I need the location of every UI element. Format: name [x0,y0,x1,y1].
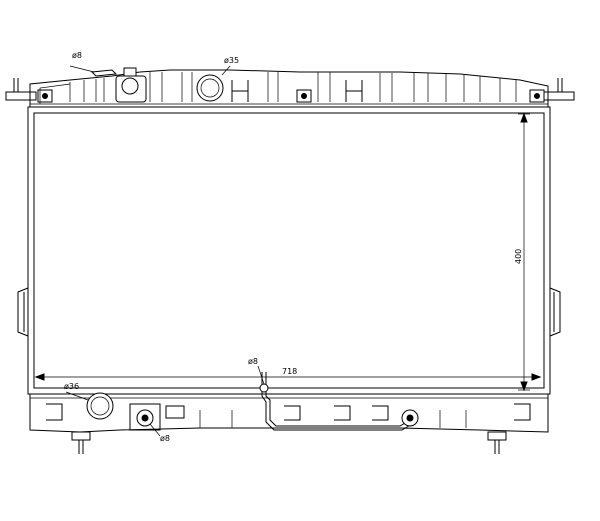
top-clip-right [529,89,545,103]
callout-top-inlet: ø35 [224,56,239,65]
top-tank [29,69,549,107]
height-dimension-label: 400 [514,249,523,264]
width-dimension-label: 718 [282,367,297,376]
callout-bottom-outlet-label: ø36 [64,382,79,391]
callout-top-inlet-label: ø35 [224,56,239,65]
left-bottom-mount [71,431,91,454]
right-side-bracket [549,287,561,337]
top-inlet-pipe [196,65,231,102]
callout-top-drain: ø8 [72,51,82,60]
right-bottom-mount [487,431,507,454]
top-drain-fitting [69,65,118,77]
radiator-core [27,106,551,395]
top-clip-center [296,89,312,103]
height-dimension: 400 [514,112,530,392]
bottom-drain-plug [129,403,185,437]
oil-cooler-line [257,365,419,431]
left-side-bracket [17,287,29,337]
filler-cap [115,67,147,103]
top-clip-left [37,89,53,103]
callout-bottom-outlet: ø36 [64,382,79,391]
left-top-mount [5,78,37,101]
callout-top-drain-label: ø8 [72,51,82,60]
callout-oil-line: ø8 [248,357,258,366]
bottom-outlet-pipe [65,391,114,420]
bottom-tank [29,394,549,433]
width-dimension: 718 [34,367,542,381]
callout-bottom-drain: ø8 [160,434,170,443]
callout-oil-line-label: ø8 [248,357,258,366]
callout-bottom-drain-label: ø8 [160,434,170,443]
